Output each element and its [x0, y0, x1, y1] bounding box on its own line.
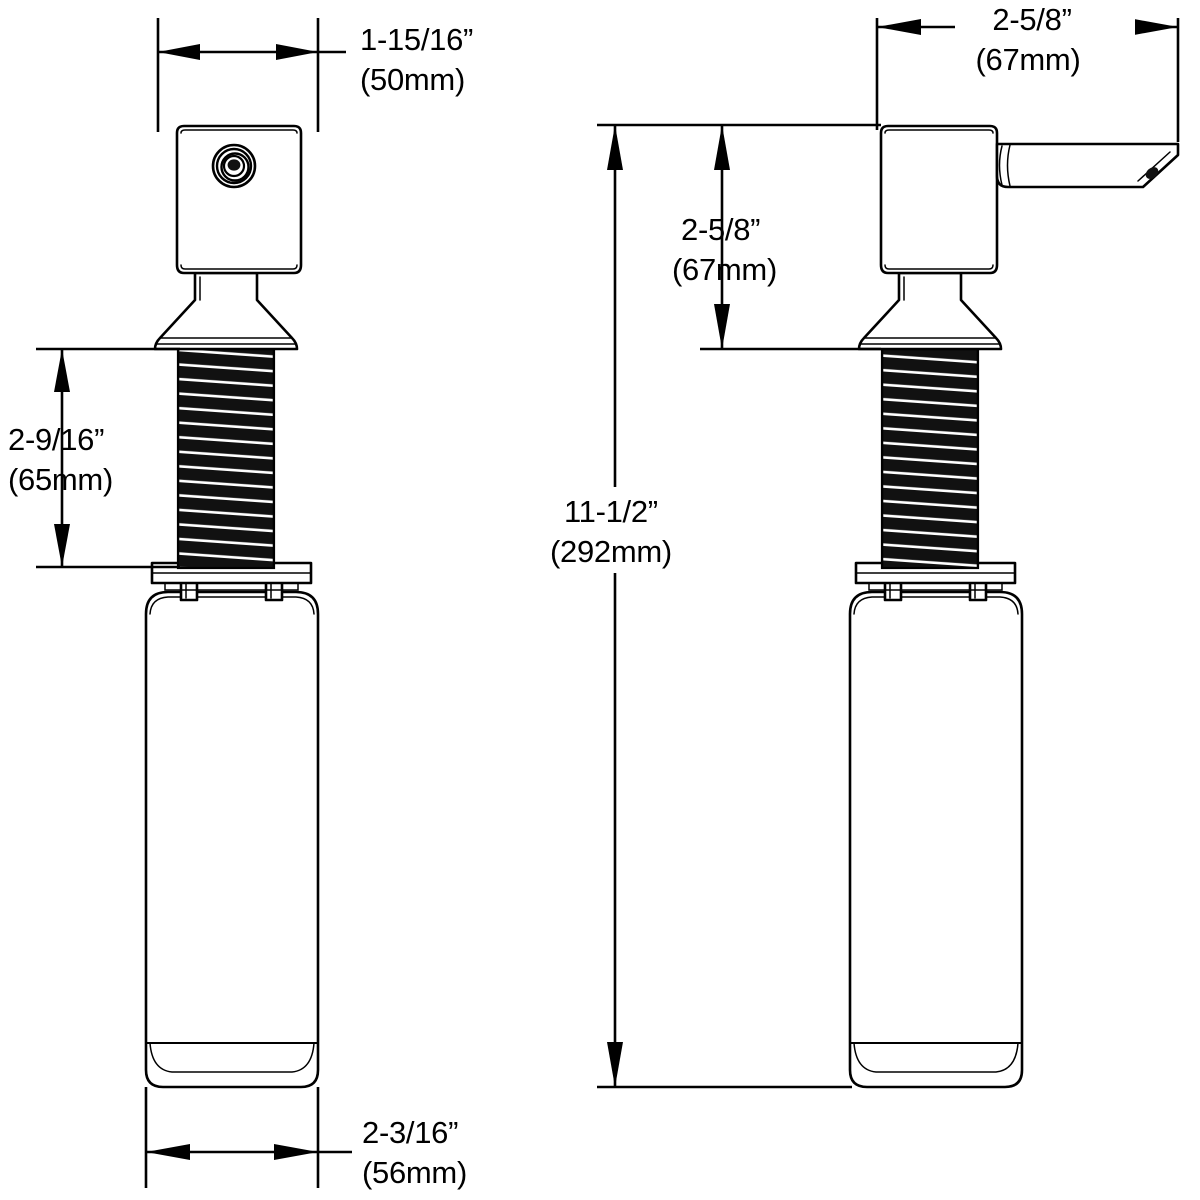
dimension-label-spout-width-imperial: 1-15/16” [360, 22, 473, 57]
escutcheon [153, 271, 299, 351]
escutcheon [857, 271, 1003, 351]
dimension-label-bottle-diameter-metric: (56mm) [362, 1155, 467, 1190]
dimension-spout-width [158, 44, 346, 60]
dimension-bottle-diameter [144, 1087, 352, 1188]
nozzle-opening [211, 143, 257, 189]
pump-head [879, 124, 999, 275]
front-view-top-dimension-extension-lines [156, 18, 320, 132]
threaded-shank [176, 347, 276, 570]
bottle [144, 590, 320, 1089]
front-view [36, 18, 352, 1188]
dimension-label-spout-reach-metric: (67mm) [976, 42, 1081, 77]
dimension-label-head-height-imperial: 2-5/8” [681, 212, 760, 247]
dimension-label-spout-reach-imperial: 2-5/8” [992, 2, 1071, 37]
dimension-label-shank-length-imperial: 2-9/16” [8, 422, 104, 457]
dimension-head-height [597, 123, 881, 351]
bottle [848, 590, 1024, 1089]
dimension-overall-height [548, 125, 852, 1089]
dimension-shank-length [36, 347, 180, 569]
dimension-spout-reach [875, 0, 1180, 142]
dimension-label-overall-height-imperial: 11-1/2” [564, 494, 658, 529]
dimension-label-overall-height-metric: (292mm) [550, 534, 672, 569]
dimension-label-head-height-metric: (67mm) [672, 252, 777, 287]
pump-head [175, 124, 303, 275]
side-view [548, 0, 1180, 1089]
threaded-shank [880, 347, 980, 570]
dimension-label-shank-length-metric: (65mm) [8, 462, 113, 497]
dimension-label-spout-width-metric: (50mm) [360, 62, 465, 97]
dimension-label-bottle-diameter-imperial: 2-3/16” [362, 1115, 458, 1150]
spout [995, 142, 1180, 189]
